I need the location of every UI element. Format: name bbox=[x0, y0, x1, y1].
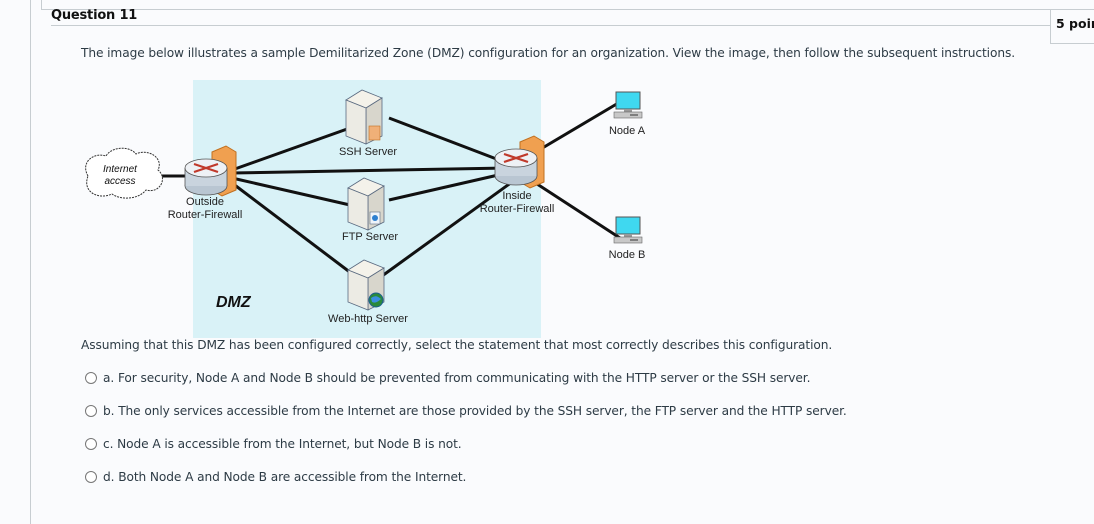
link-ftp-inside bbox=[388, 171, 508, 202]
link-outside-inside bbox=[231, 166, 508, 175]
dmz-zone-label: DMZ bbox=[216, 294, 251, 311]
option-letter: d. bbox=[103, 470, 115, 484]
link-outside-ssh bbox=[231, 126, 351, 172]
web-server-icon bbox=[347, 259, 385, 311]
link-outside-web bbox=[231, 181, 356, 278]
network-links bbox=[158, 100, 621, 278]
option-text: Both Node A and Node B are accessible fr… bbox=[118, 470, 467, 484]
answer-option-d[interactable]: d. Both Node A and Node B are accessible… bbox=[85, 468, 466, 486]
node-b-computer-icon bbox=[613, 216, 643, 244]
dmz-diagram-graphic bbox=[85, 80, 643, 338]
radio-button-a[interactable] bbox=[85, 372, 97, 384]
node-b-label: Node B bbox=[608, 249, 646, 261]
link-ssh-inside bbox=[388, 116, 508, 165]
node-a-label: Node A bbox=[608, 125, 646, 137]
answer-option-a[interactable]: a. For security, Node A and Node B shoul… bbox=[85, 369, 810, 387]
internet-cloud-icon bbox=[85, 147, 163, 199]
answer-option-c[interactable]: c. Node A is accessible from the Interne… bbox=[85, 435, 462, 453]
radio-button-d[interactable] bbox=[85, 471, 97, 483]
question-instruction: Assuming that this DMZ has been configur… bbox=[81, 338, 833, 352]
link-inside-nodea bbox=[533, 100, 621, 155]
ftp-server-label: FTP Server bbox=[341, 231, 399, 243]
question-prompt: The image below illustrates a sample Dem… bbox=[81, 46, 1015, 60]
outside-router-label: Outside Router-Firewall bbox=[160, 196, 250, 222]
inside-router-firewall-icon bbox=[494, 135, 545, 189]
radio-button-b[interactable] bbox=[85, 405, 97, 417]
option-text: Node A is accessible from the Internet, … bbox=[117, 437, 462, 451]
inside-router-label: Inside Router-Firewall bbox=[472, 190, 562, 216]
node-a-computer-icon bbox=[613, 91, 643, 119]
dmz-diagram: Internet access Outside Router-Firewall … bbox=[72, 78, 672, 338]
question-points: 5 poin bbox=[1056, 16, 1094, 31]
ftp-server-icon bbox=[347, 177, 385, 231]
question-title: Question 11 bbox=[51, 8, 138, 23]
radio-button-c[interactable] bbox=[85, 438, 97, 450]
ssh-server-label: SSH Server bbox=[338, 146, 398, 158]
points-box: 5 poin bbox=[1050, 9, 1094, 44]
link-web-inside bbox=[381, 180, 513, 278]
outside-router-firewall-icon bbox=[184, 145, 237, 197]
inside-router-label-line1: Inside bbox=[502, 190, 532, 202]
link-inside-nodeb bbox=[533, 180, 621, 240]
previous-question-border bbox=[41, 0, 1094, 10]
answer-option-b[interactable]: b. The only services accessible from the… bbox=[85, 402, 847, 420]
question-header: Question 11 bbox=[51, 8, 1051, 26]
option-letter: b. bbox=[103, 404, 115, 418]
page-left-border bbox=[30, 0, 31, 524]
internet-label-line1: Internet bbox=[103, 164, 137, 175]
internet-label-line2: access bbox=[104, 176, 136, 187]
option-text: The only services accessible from the In… bbox=[118, 404, 847, 418]
option-text: For security, Node A and Node B should b… bbox=[117, 371, 811, 385]
inside-router-label-line2: Router-Firewall bbox=[479, 203, 555, 215]
outside-router-label-line1: Outside bbox=[186, 196, 224, 208]
option-letter: a. bbox=[103, 371, 115, 385]
link-outside-ftp bbox=[231, 176, 351, 207]
ssh-server-icon bbox=[345, 89, 383, 145]
web-server-label: Web-http Server bbox=[328, 313, 408, 325]
internet-access-label: Internet access bbox=[92, 164, 148, 188]
outside-router-label-line2: Router-Firewall bbox=[167, 209, 243, 221]
option-letter: c. bbox=[103, 437, 114, 451]
